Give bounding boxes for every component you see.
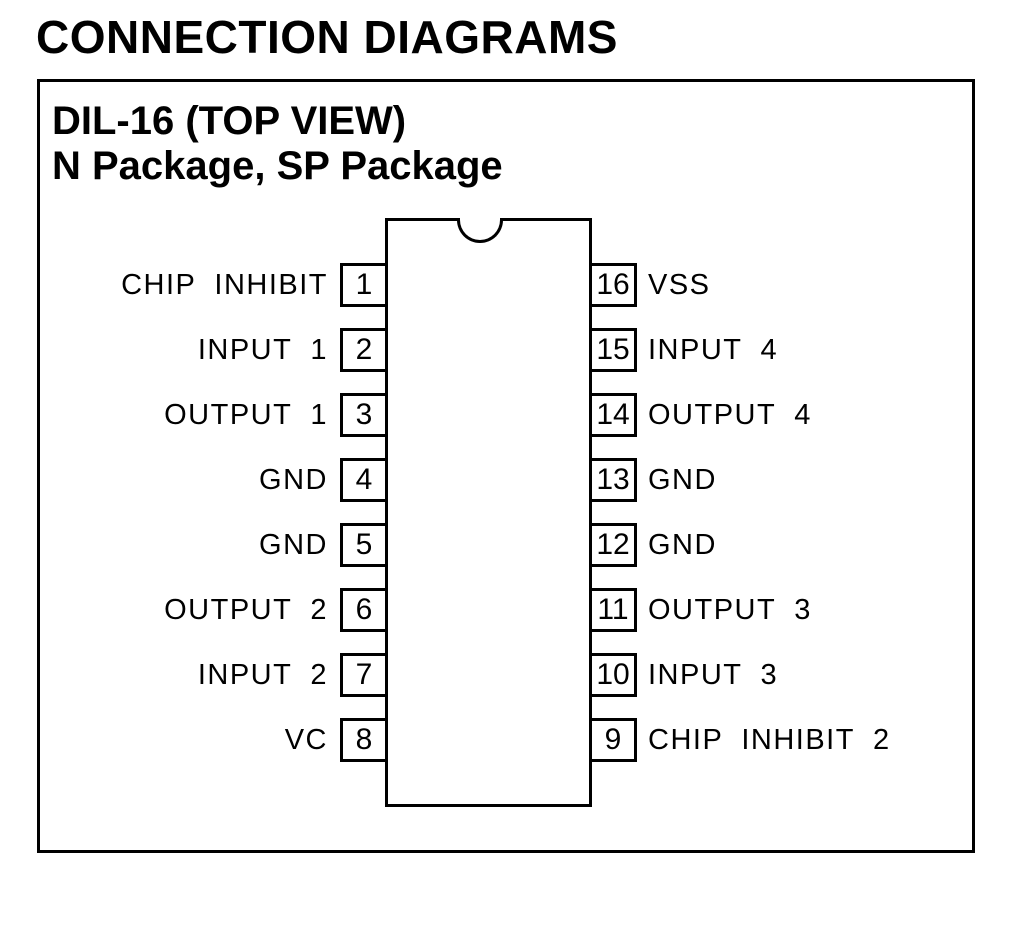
pin-label: OUTPUT 2	[164, 594, 328, 626]
pin-label: VSS	[648, 269, 711, 301]
page-title: CONNECTION DIAGRAMS	[36, 11, 618, 63]
pin-number-box: 8	[340, 718, 388, 762]
pin-number: 1	[355, 268, 373, 301]
pin-label: CHIP INHIBIT 2	[648, 724, 891, 756]
pin-number: 11	[597, 593, 629, 626]
ic-package-body	[385, 218, 592, 807]
pin-row: GND 12	[0, 523, 1020, 567]
pin-number: 15	[596, 333, 630, 366]
pin-row: INPUT 1 2	[0, 328, 1020, 372]
pin-number-box: 6	[340, 588, 388, 632]
pin-row: OUTPUT 1 3	[0, 393, 1020, 437]
pin-number-box: 12	[589, 523, 637, 567]
pin-label: INPUT 4	[648, 334, 779, 366]
pin-number-box: 16	[589, 263, 637, 307]
pin-label: OUTPUT 3	[648, 594, 812, 626]
pin-row: INPUT 2 7	[0, 653, 1020, 697]
pin-row: GND 4	[0, 458, 1020, 502]
pin-number-box: 15	[589, 328, 637, 372]
pin-row: CHIP INHIBIT 2 9	[0, 718, 1020, 762]
pin-number: 10	[596, 658, 630, 691]
pin-number: 5	[355, 528, 373, 561]
pin-label: GND	[259, 529, 328, 561]
pin-label: INPUT 2	[197, 659, 328, 691]
pin-number-box: 5	[340, 523, 388, 567]
pin-row: OUTPUT 3 11	[0, 588, 1020, 632]
pin-label: GND	[259, 464, 328, 496]
pin-number-box: 9	[589, 718, 637, 762]
pin-number-box: 14	[589, 393, 637, 437]
pin-number: 2	[355, 333, 373, 366]
pin-number: 8	[355, 723, 373, 756]
pin-number: 14	[596, 398, 630, 431]
package-heading-line1: DIL-16 (TOP VIEW)	[52, 99, 407, 143]
pin-row: INPUT 3 10	[0, 653, 1020, 697]
pin-row: GND 5	[0, 523, 1020, 567]
pin-label: OUTPUT 4	[648, 399, 812, 431]
pin-number-box: 4	[340, 458, 388, 502]
pin-number-box: 1	[340, 263, 388, 307]
pin-number-box: 3	[340, 393, 388, 437]
pin-number: 6	[355, 593, 373, 626]
pin-label: INPUT 1	[197, 334, 328, 366]
pin-label: GND	[648, 529, 717, 561]
pin-number-box: 7	[340, 653, 388, 697]
pin-row: GND 13	[0, 458, 1020, 502]
pin-label: GND	[648, 464, 717, 496]
pin-number: 13	[596, 463, 630, 496]
pin-number-box: 10	[589, 653, 637, 697]
pin-label: OUTPUT 1	[164, 399, 328, 431]
pin-row: VC 8	[0, 718, 1020, 762]
pin-label: INPUT 3	[648, 659, 779, 691]
package-heading-line2: N Package, SP Package	[52, 144, 503, 188]
pin-number-box: 13	[589, 458, 637, 502]
pin-row: OUTPUT 2 6	[0, 588, 1020, 632]
package-heading: DIL-16 (TOP VIEW) N Package, SP Package	[52, 99, 503, 189]
pin-row: INPUT 4 15	[0, 328, 1020, 372]
pin-number-box: 11	[589, 588, 637, 632]
pin-number-box: 2	[340, 328, 388, 372]
pin-row: OUTPUT 4 14	[0, 393, 1020, 437]
pin-label: CHIP INHIBIT	[121, 269, 328, 301]
pin-number: 4	[355, 463, 373, 496]
pin-number: 9	[604, 723, 622, 756]
pin-row: CHIP INHIBIT 1	[0, 263, 1020, 307]
pin-row: VSS 16	[0, 263, 1020, 307]
pin-number: 12	[596, 528, 630, 561]
pin-number: 16	[596, 268, 630, 301]
pin-label: VC	[284, 724, 328, 756]
pin-number: 3	[355, 398, 373, 431]
pin-number: 7	[355, 658, 373, 691]
